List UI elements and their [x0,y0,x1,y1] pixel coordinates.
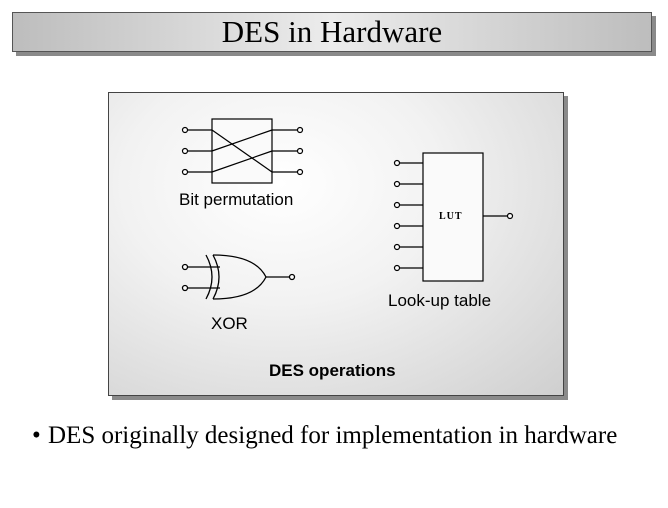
bullet-text: DES originally designed for implementati… [48,422,618,449]
lut-box-label: LUT [439,211,463,222]
bit-permutation-symbol [181,118,304,184]
diagram-graphics [181,118,514,300]
lut-box [422,152,484,282]
lookup-table-symbol [393,152,514,282]
permutation-wire [211,129,273,173]
lookup-table-label: Look-up table [388,291,492,310]
xor-gate-symbol [181,254,296,300]
bit-permutation-label: Bit permutation [179,190,294,209]
permutation-wire [211,129,273,152]
bullet-item: • DES originally designed for implementa… [32,421,652,451]
des-operations-diagram: Bit permutation LUT Look-up table XOR DE… [108,92,564,396]
permutation-wire [211,150,273,173]
bullet-dot: • [32,422,41,449]
diagram-caption: DES operations [269,361,396,380]
slide-title: DES in Hardware [12,12,652,52]
xor-label: XOR [211,314,248,333]
